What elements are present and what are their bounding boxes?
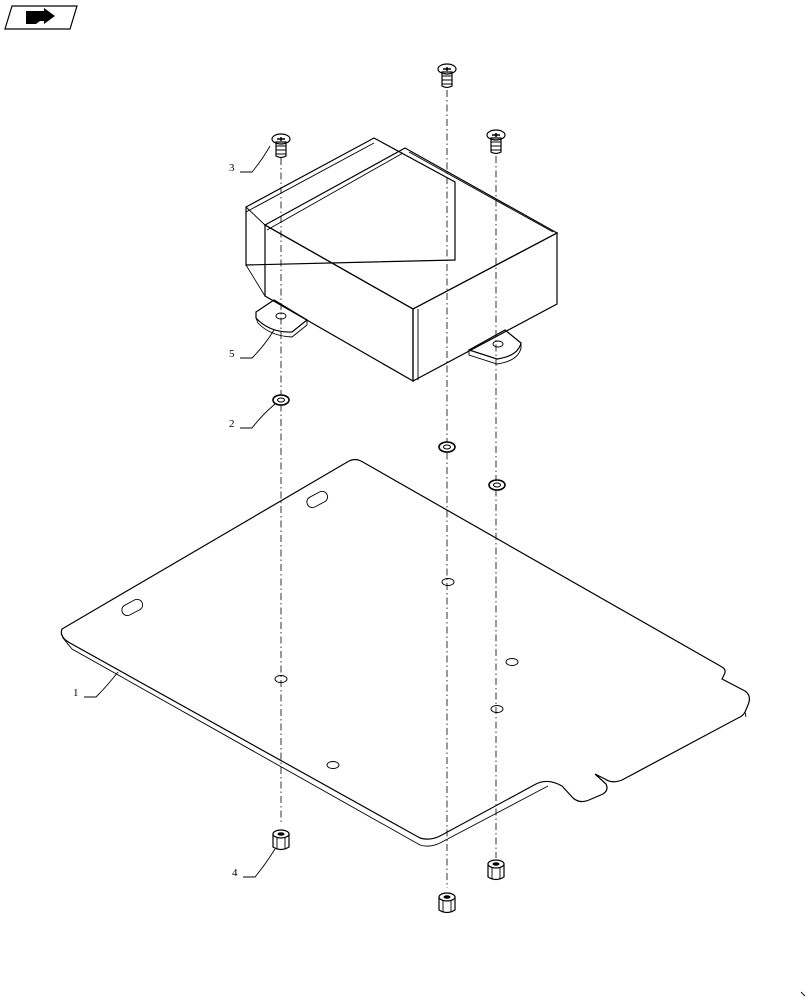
- screw: [486, 129, 506, 155]
- callout-plate: 1: [73, 687, 79, 699]
- plate-hole: [490, 705, 504, 713]
- assembly-axis-lines: [280, 90, 497, 888]
- corner-mark: [800, 991, 806, 997]
- nut: [487, 859, 505, 881]
- control-module: [245, 137, 559, 383]
- lock-washer: [272, 394, 290, 406]
- lock-washer: [488, 479, 506, 491]
- plate-slot: [121, 598, 144, 616]
- callout-lock-washer: 2: [229, 418, 235, 430]
- callout-nut: 4: [232, 867, 238, 879]
- plate-hole: [441, 578, 455, 586]
- callout-module-foot: 5: [229, 348, 235, 360]
- plate-hole: [326, 761, 340, 769]
- base-plate: [60, 458, 751, 847]
- callout-screw: 3: [229, 162, 235, 174]
- nut: [438, 892, 456, 914]
- plate-hole: [505, 658, 519, 666]
- screw: [271, 133, 291, 159]
- plate-slot: [306, 490, 329, 508]
- next-page-arrow-icon: [26, 8, 55, 24]
- nut: [272, 829, 290, 851]
- lock-washer: [438, 441, 456, 453]
- next-page-button[interactable]: [4, 5, 78, 30]
- callout-leaders: [84, 145, 276, 878]
- screw: [437, 63, 457, 89]
- mounting-foot: [467, 329, 522, 365]
